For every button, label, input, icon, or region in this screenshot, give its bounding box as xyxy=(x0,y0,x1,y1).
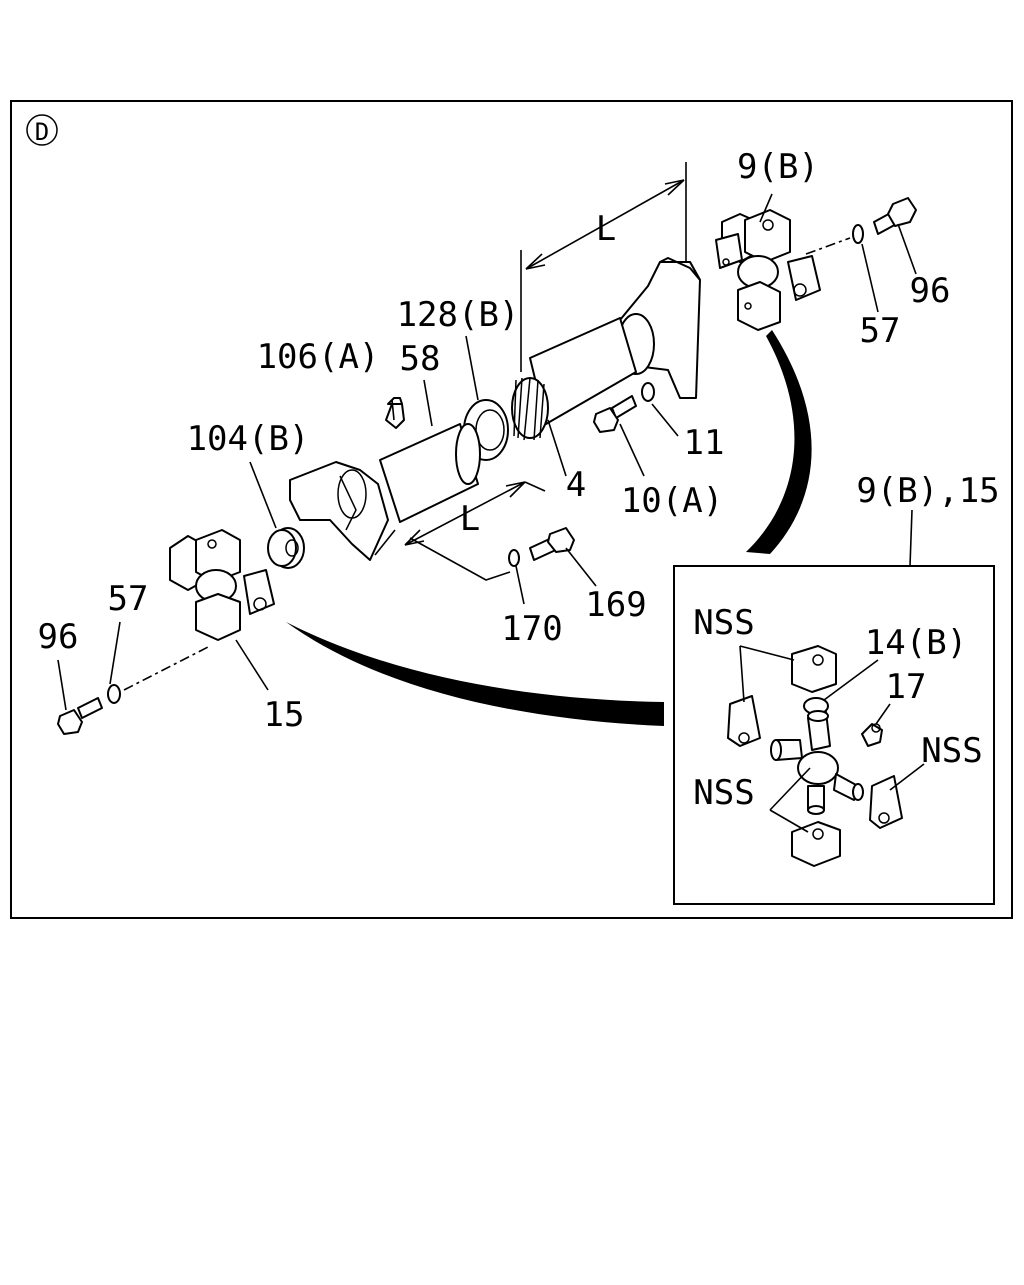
view-marker-label: D xyxy=(35,118,49,146)
washer-11 xyxy=(641,382,655,402)
callout-96-left: 96 xyxy=(38,617,79,657)
callout-96-right: 96 xyxy=(910,271,951,311)
washer-170 xyxy=(508,549,520,567)
callout-10a: 10(A) xyxy=(621,481,723,521)
callout-169: 169 xyxy=(585,585,646,625)
bearing-cup-104b xyxy=(267,527,305,569)
centerline-upper xyxy=(805,237,851,255)
grease-fitting-106a xyxy=(385,397,405,429)
callout-170: 170 xyxy=(501,609,562,649)
callout-14b: 14(B) xyxy=(865,623,967,663)
callout-57-left: 57 xyxy=(108,579,149,619)
callout-106a: 106(A) xyxy=(257,337,380,377)
leader-lines xyxy=(57,193,925,833)
inset-bearing-cap-left xyxy=(727,695,761,747)
inset-grease-fitting-17 xyxy=(861,723,883,747)
view-marker: D xyxy=(26,114,58,146)
inset-bearing-cap-bottom xyxy=(791,821,841,867)
callout-nss-1: NSS xyxy=(693,603,754,643)
washer-57-lower xyxy=(107,684,121,704)
callout-4: 4 xyxy=(566,465,586,505)
inset-cross-spider xyxy=(770,710,864,815)
callout-nss-2: NSS xyxy=(921,731,982,771)
tube-yoke xyxy=(289,461,389,561)
driveshaft-tube-58 xyxy=(379,423,481,523)
callout-57-right: 57 xyxy=(860,311,901,351)
detail-pointer-lower xyxy=(286,622,664,726)
bolt-96-lower xyxy=(57,697,103,735)
leader-169-170 xyxy=(409,537,511,581)
callout-104b: 104(B) xyxy=(187,419,310,459)
dimension-l-lower: L xyxy=(374,481,546,556)
callout-58: 58 xyxy=(400,339,441,379)
inset-title: 9(B),15 xyxy=(856,471,999,511)
centerline-lower xyxy=(123,645,211,691)
bolt-96-upper xyxy=(873,197,917,235)
slip-yoke-shaft xyxy=(511,257,701,441)
inset-detail-frame xyxy=(673,565,995,905)
inset-bearing-cap-top xyxy=(791,645,837,693)
callout-labels: 9(B) 96 57 128(B) 106(A) 58 11 4 10(A) 1… xyxy=(38,147,1000,813)
dimension-l-upper: L xyxy=(520,162,687,372)
inset-leader xyxy=(909,509,913,567)
detail-pointer-upper xyxy=(746,330,812,554)
callout-15: 15 xyxy=(264,695,305,735)
diagram-frame xyxy=(10,100,1013,919)
callout-17: 17 xyxy=(886,667,927,707)
universal-joint-15 xyxy=(169,529,275,641)
callout-9b: 9(B) xyxy=(737,147,819,187)
callout-nss-3: NSS xyxy=(693,773,754,813)
inset-bearing-cap-right xyxy=(869,775,903,829)
dimension-l-lower-label: L xyxy=(460,499,480,539)
universal-joint-9b xyxy=(715,209,821,331)
dimension-l-upper-label: L xyxy=(596,209,616,249)
callout-128b: 128(B) xyxy=(397,295,520,335)
bolt-169 xyxy=(529,527,575,561)
callout-11: 11 xyxy=(684,423,725,463)
washer-57-upper xyxy=(852,224,864,244)
bolt-10a xyxy=(593,395,637,433)
